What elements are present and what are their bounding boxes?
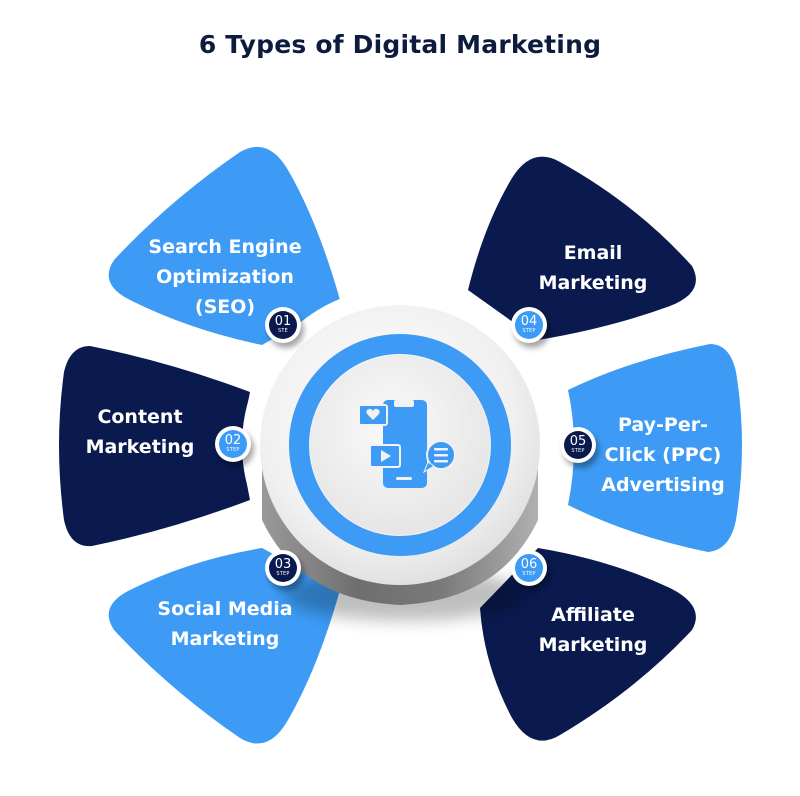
petal-ppc bbox=[568, 344, 742, 552]
step-badge-01: 01 STE bbox=[265, 307, 301, 343]
step-badge-06: 06 STEP bbox=[511, 550, 547, 586]
petal-label-seo: Search Engine Optimization (SEO) bbox=[148, 236, 302, 318]
petal-label-social: Social Media Marketing bbox=[157, 598, 293, 650]
petal-label-affiliate: Affiliate Marketing bbox=[538, 604, 648, 656]
petal-label-ppc: Pay-Per- Click (PPC) Advertising bbox=[601, 414, 725, 496]
step-badge-02: 02 STEP bbox=[215, 426, 251, 462]
step-badge-03: 03 STEP bbox=[265, 550, 301, 586]
petal-social bbox=[108, 548, 341, 744]
petal-email bbox=[468, 156, 696, 340]
smartphone-social-media-icon bbox=[358, 400, 456, 488]
step-badge-04: 04 STEP bbox=[511, 307, 547, 343]
petal-seo bbox=[108, 146, 341, 345]
petal-content bbox=[59, 346, 250, 547]
step-badge-05: 05 STEP bbox=[560, 427, 596, 463]
petal-affiliate bbox=[480, 548, 696, 741]
center-ring bbox=[289, 334, 511, 556]
petal-label-email: Email Marketing bbox=[538, 242, 648, 294]
diagram-title: 6 Types of Digital Marketing bbox=[198, 30, 602, 59]
petal-label-content: Content Marketing bbox=[85, 406, 195, 458]
